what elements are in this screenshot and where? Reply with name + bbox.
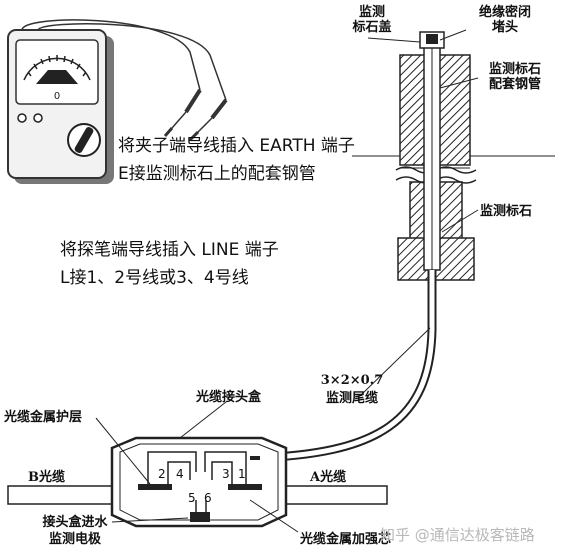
cable-b-label: B光缆 — [28, 470, 65, 485]
cap-label: 监测 标石盖 — [352, 5, 392, 35]
test-leads — [21, 19, 228, 142]
wire-number-3: 3 — [222, 467, 230, 481]
meter-scale-ticks — [27, 55, 87, 77]
pipe-label: 监测标石 配套钢管 — [488, 62, 541, 92]
wire-number-4: 4 — [176, 467, 184, 481]
line-instruction: 将探笔端导线插入 LINE 端子 L接1、2号线或3、4号线 — [60, 240, 279, 288]
joint-box: 2 4 3 1 5 6 — [7, 436, 388, 528]
meter-knob-pointer — [74, 126, 94, 154]
water-electrode-label: 接头盒进水 监测电极 — [42, 515, 108, 547]
wire-number-1: 1 — [238, 467, 246, 481]
terminal-earth — [17, 113, 27, 123]
leader-lines — [95, 29, 479, 533]
seal-label: 绝缘密闭 堵头 — [478, 5, 531, 35]
strength-core-label: 光缆金属加强芯 — [300, 532, 392, 547]
meter-center-mark: 0 — [54, 91, 60, 102]
wire-number-5: 5 — [188, 491, 196, 505]
monitoring-stone-assembly — [352, 31, 555, 281]
water-electrode — [190, 512, 210, 522]
wire-number-6: 6 — [204, 491, 212, 505]
tail-cable-outer — [249, 270, 437, 463]
stone-label: 监测标石 — [480, 204, 533, 219]
joint-box-housing — [110, 436, 288, 528]
tail-cable-label: 3×2×0.7 监测尾缆 — [320, 373, 384, 406]
cable-a-label: A光缆 — [310, 470, 347, 485]
meter-scale-band — [36, 70, 78, 84]
terminal-line — [33, 113, 43, 123]
wire-number-2: 2 — [158, 467, 166, 481]
inner-wires — [147, 451, 247, 514]
watermark: 知乎 @通信达极客链路 — [380, 526, 535, 544]
earth-instruction: 将夹子端导线插入 EARTH 端子 E接监测标石上的配套钢管 — [118, 136, 355, 184]
insulating-seal — [426, 34, 438, 44]
megger-meter: 0 — [7, 29, 114, 184]
metal-sheath-label: 光缆金属护层 — [4, 410, 83, 425]
joint-box-label: 光缆接头盒 — [196, 390, 262, 405]
